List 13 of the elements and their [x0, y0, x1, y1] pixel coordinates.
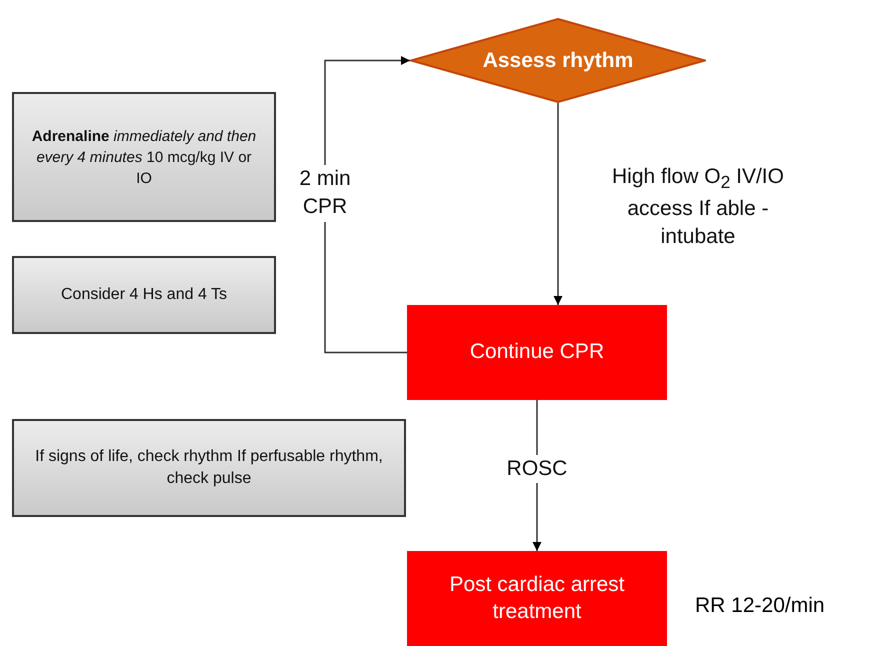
note-text: RR 12-20/min	[695, 594, 825, 618]
node-text: Continue CPR	[470, 339, 604, 366]
node-text: Assess rhythm	[482, 48, 634, 72]
arrow	[554, 103, 562, 305]
note-box	[12, 256, 276, 334]
process-box	[407, 551, 667, 646]
node-text: Consider 4 Hs and 4 Ts	[60, 284, 227, 305]
note-box	[12, 92, 276, 222]
node-text: If signs of life, check rhythm If perfusable rhythm, check pulse	[34, 446, 384, 489]
node-text: Adrenaline immediately and then every 4 minutes 10 mcg/kg IV or IO	[30, 126, 258, 188]
note-box	[12, 419, 406, 517]
node-text: Post cardiac arrest treatment	[448, 572, 626, 624]
process-box	[407, 305, 667, 400]
